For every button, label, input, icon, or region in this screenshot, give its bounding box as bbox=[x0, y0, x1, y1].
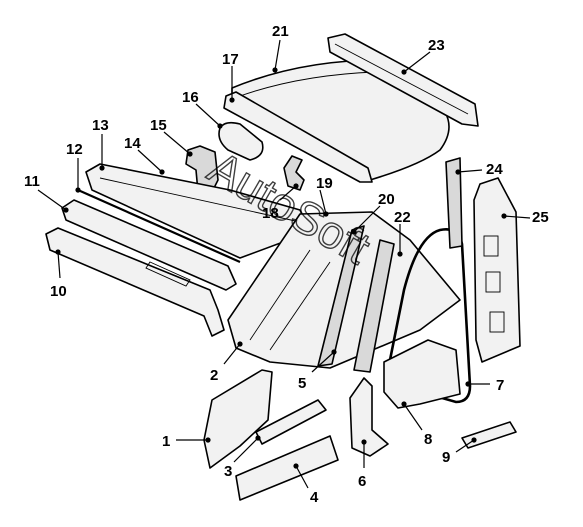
callout-21: 21 bbox=[272, 23, 289, 40]
trim-strip bbox=[461, 421, 517, 449]
lower-cross-member bbox=[45, 227, 225, 337]
callout-12: 12 bbox=[66, 141, 83, 158]
sill-outer bbox=[235, 435, 339, 501]
callout-20: 20 bbox=[378, 191, 395, 208]
callout-18: 18 bbox=[262, 205, 279, 222]
callout-6: 6 bbox=[358, 473, 366, 490]
callout-25: 25 bbox=[532, 209, 549, 226]
callout-19: 19 bbox=[316, 175, 333, 192]
callout-1: 1 bbox=[162, 433, 170, 450]
callout-13: 13 bbox=[92, 117, 109, 134]
callout-5: 5 bbox=[298, 375, 306, 392]
callout-3: 3 bbox=[224, 463, 232, 480]
callout-16: 16 bbox=[182, 89, 199, 106]
callout-7: 7 bbox=[496, 377, 504, 394]
windshield-header bbox=[223, 91, 373, 183]
cowl-panel bbox=[61, 199, 237, 291]
callout-11: 11 bbox=[24, 173, 40, 190]
callout-2: 2 bbox=[210, 367, 218, 384]
pillar-reinforcement bbox=[353, 239, 395, 373]
lower-pillar bbox=[349, 377, 389, 457]
callout-8: 8 bbox=[424, 431, 432, 448]
callout-17: 17 bbox=[222, 51, 239, 68]
clip-bracket bbox=[283, 155, 305, 191]
callout-10: 10 bbox=[50, 283, 67, 300]
callout-9: 9 bbox=[442, 449, 450, 466]
quarter-panel bbox=[473, 177, 521, 363]
cover-panel bbox=[218, 121, 264, 161]
seal-strip bbox=[77, 188, 241, 264]
roof-rail-rear bbox=[327, 33, 479, 127]
front-side-panel bbox=[203, 369, 273, 469]
a-pillar-inner bbox=[317, 225, 365, 367]
callout-4: 4 bbox=[310, 489, 319, 506]
callout-22: 22 bbox=[394, 209, 411, 226]
leader-lines bbox=[37, 39, 531, 489]
sill-inner bbox=[255, 399, 327, 445]
rear-pillar-strip bbox=[445, 157, 463, 249]
rear-floor-section bbox=[383, 339, 461, 409]
callout-23: 23 bbox=[428, 37, 445, 54]
callout-24: 24 bbox=[486, 161, 503, 178]
callout-15: 15 bbox=[150, 117, 167, 134]
callout-14: 14 bbox=[124, 135, 141, 152]
